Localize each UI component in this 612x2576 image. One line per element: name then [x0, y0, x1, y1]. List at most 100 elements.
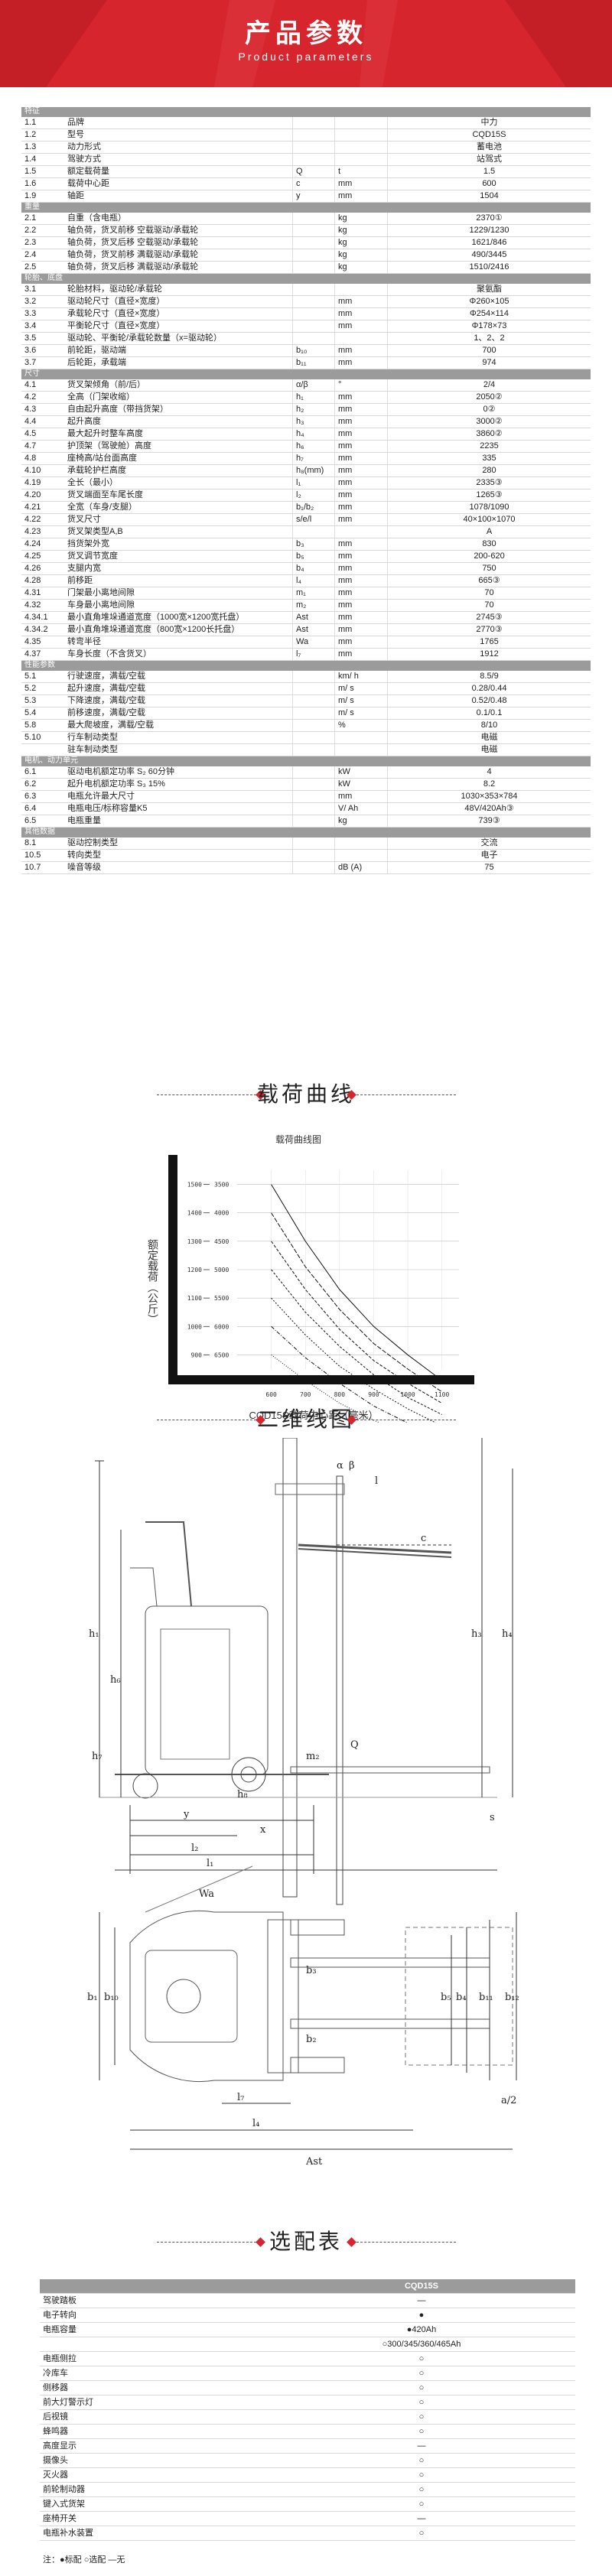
spec-category-label: 电机、动力单元 [21, 756, 591, 766]
spec-desc: 轴距 [64, 190, 293, 203]
spec-no: 4.7 [21, 440, 64, 453]
spec-desc: 电瓶重量 [64, 815, 293, 828]
spec-sym [292, 837, 335, 850]
spec-desc: 自重（含电瓶） [64, 212, 293, 225]
spec-sym [292, 849, 335, 862]
spec-desc: 最小直角堆垛通道宽度（800宽×1200长托盘） [64, 623, 293, 636]
spec-val: 1030×353×784 [387, 790, 591, 803]
x-tick-label: 800 [334, 1391, 346, 1398]
spec-desc: 前移速度，满载/空载 [64, 707, 293, 720]
spec-val: 490/3445 [387, 249, 591, 262]
option-name: 座椅开关 [40, 2511, 268, 2526]
option-value: ○ [268, 2380, 575, 2395]
spec-desc: 平衡轮尺寸（直径×宽度） [64, 320, 293, 333]
option-row: 驾驶踏板— [40, 2293, 575, 2308]
spec-no: 6.3 [21, 790, 64, 803]
spec-sym [292, 861, 335, 874]
option-row: 电瓶容量●420Ah [40, 2322, 575, 2337]
spec-val: 1265③ [387, 489, 591, 502]
spec-no: 4.31 [21, 587, 64, 600]
y-tick-label: 1400 [187, 1210, 202, 1217]
label-l7: l₇ [237, 2092, 244, 2103]
label-l: l [375, 1475, 378, 1487]
spec-desc: 全高（门架收缩） [64, 391, 293, 404]
spec-sym [292, 141, 335, 154]
option-row: 后视镜○ [40, 2409, 575, 2425]
label-b10: b₁₀ [104, 1992, 119, 2003]
spec-desc: 驱动电机额定功率 S₂ 60分钟 [64, 766, 293, 779]
option-value: ○ [268, 2395, 575, 2410]
spec-desc: 动力形式 [64, 141, 293, 154]
spec-no: 5.4 [21, 707, 64, 720]
spec-sym: Wa [292, 636, 335, 649]
height-label: 6000 [214, 1323, 229, 1330]
spec-val: 聚氨酯 [387, 283, 591, 296]
height-label: 6500 [214, 1351, 229, 1358]
spec-unit: t [334, 165, 388, 178]
spec-desc: 承载轮尺寸（直径×宽度） [64, 307, 293, 320]
label-l4: l₄ [252, 2118, 259, 2129]
spec-val: 2335③ [387, 476, 591, 490]
banner-title: 产品参数 [245, 19, 367, 48]
spec-val: 75 [387, 861, 591, 874]
spec-sym [292, 224, 335, 237]
spec-val: 8/10 [387, 719, 591, 732]
spec-unit [334, 332, 388, 345]
option-row: 蜂鸣器○ [40, 2424, 575, 2439]
spec-sym [292, 815, 335, 828]
spec-unit: mm [334, 574, 388, 587]
x-tick-label: 900 [368, 1391, 379, 1398]
label-y: y [183, 1809, 190, 1820]
spec-val: 1229/1230 [387, 224, 591, 237]
spec-unit: m/ s [334, 694, 388, 707]
spec-desc: 前移距 [64, 574, 293, 587]
spec-desc: 型号 [64, 128, 293, 141]
spec-desc: 转弯半径 [64, 636, 293, 649]
options-table: CQD15S 驾驶踏板—电子转向●电瓶容量●420Ah○300/345/360/… [40, 2279, 575, 2541]
spec-val: 中力 [387, 116, 591, 129]
spec-no: 2.4 [21, 249, 64, 262]
y-tick-label: 1300 [187, 1238, 202, 1245]
spec-val: 3860② [387, 428, 591, 441]
spec-no: 5.3 [21, 694, 64, 707]
spec-unit [334, 525, 388, 538]
spec-no: 4.5 [21, 428, 64, 441]
spec-unit: mm [334, 307, 388, 320]
spec-unit: kg [334, 815, 388, 828]
options-note: 注：●标配 ○选配 —无 [43, 2555, 125, 2565]
spec-sym: h₃ [292, 415, 335, 428]
option-value: ○ [268, 2496, 575, 2512]
spec-unit: mm [334, 489, 388, 502]
label-m2: m₂ [306, 1751, 320, 1762]
technical-drawing: l h₁ h₆ h₃ h₄ h₇ h₈ Q c s m₂ y x l₂ l₁ α… [87, 1438, 519, 2168]
spec-val: 1621/846 [387, 236, 591, 249]
spec-unit: % [334, 719, 388, 732]
y-tick-label: 1000 [187, 1323, 202, 1330]
spec-sym [292, 719, 335, 732]
spec-sym [292, 682, 335, 695]
label-a2: a/2 [501, 2095, 516, 2106]
spec-sym [292, 332, 335, 345]
spec-sym: h₆ [292, 440, 335, 453]
spec-unit: kg [334, 261, 388, 274]
spec-no: 3.6 [21, 344, 64, 357]
spec-sym [292, 295, 335, 308]
spec-desc: 行车制动类型 [64, 731, 293, 744]
spec-desc: 货叉端面至车尾长度 [64, 489, 293, 502]
spec-sym [292, 307, 335, 320]
option-row: 灭火器○ [40, 2467, 575, 2483]
